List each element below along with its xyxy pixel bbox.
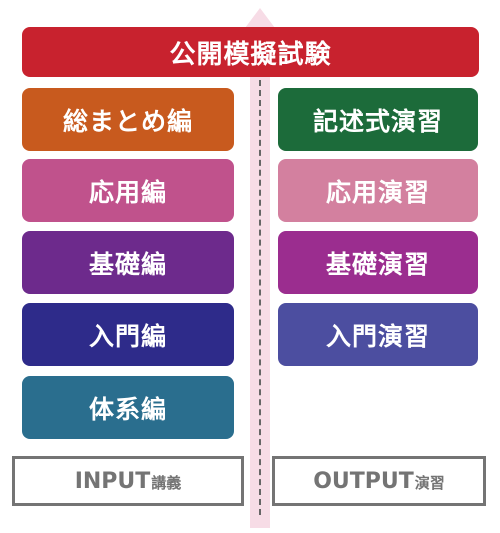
mock-exam-banner: 公開模擬試験: [22, 27, 479, 77]
output-label-main: OUTPUT: [313, 469, 414, 494]
left-item-applied: 応用編: [22, 159, 234, 222]
input-label-main: INPUT: [74, 469, 151, 494]
input-label-sub: 講義: [151, 474, 182, 492]
left-item-intro: 入門編: [22, 303, 234, 366]
output-label-sub: 演習: [414, 474, 445, 492]
output-practice-label: OUTPUT 演習: [272, 456, 486, 506]
input-lecture-label: INPUT 講義: [12, 456, 244, 506]
left-item-comprehensive: 総まとめ編: [22, 88, 234, 151]
left-item-basic: 基礎編: [22, 231, 234, 294]
right-item-applied-practice: 応用演習: [278, 159, 478, 222]
column-divider: [259, 80, 261, 515]
right-item-intro-practice: 入門演習: [278, 303, 478, 366]
left-item-systematic: 体系編: [22, 376, 234, 439]
right-item-descriptive-practice: 記述式演習: [278, 88, 478, 151]
right-item-basic-practice: 基礎演習: [278, 231, 478, 294]
